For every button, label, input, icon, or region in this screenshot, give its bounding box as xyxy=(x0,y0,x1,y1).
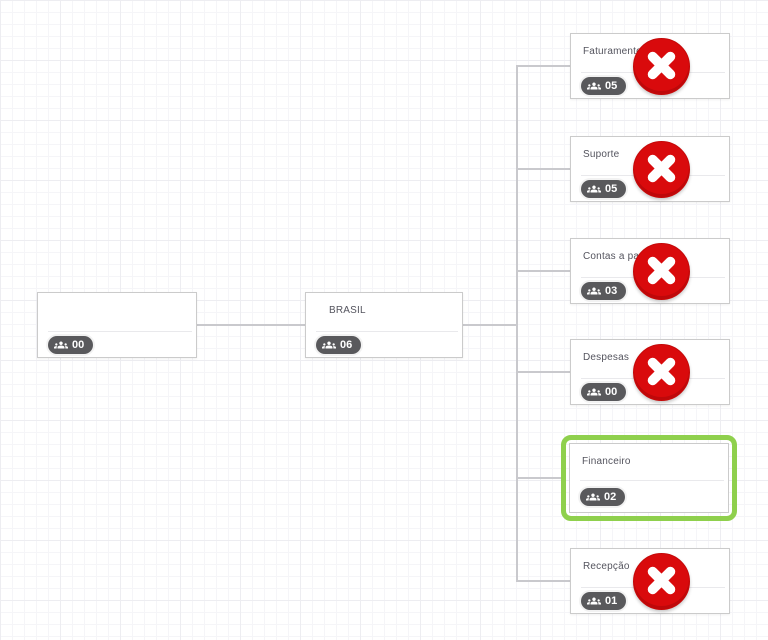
member-count: 02 xyxy=(604,491,617,503)
selection-highlight: Financeiro 02 xyxy=(561,435,737,521)
connector-stub-despesas xyxy=(518,371,570,373)
delete-node-button[interactable] xyxy=(633,243,690,300)
member-count-badge[interactable]: 02 xyxy=(580,488,626,506)
connector-stub-suporte xyxy=(518,168,570,170)
org-node-recepcao[interactable]: Recepção 01 xyxy=(570,548,730,614)
x-icon xyxy=(647,51,676,79)
node-title: Financeiro xyxy=(582,456,631,467)
member-count-badge[interactable]: 00 xyxy=(581,383,627,401)
org-node-faturamento[interactable]: Faturamento 05 xyxy=(570,33,730,99)
member-count-badge[interactable]: 05 xyxy=(581,180,627,198)
member-count: 05 xyxy=(605,80,618,92)
group-icon xyxy=(587,287,601,295)
group-icon xyxy=(54,341,68,349)
member-count: 03 xyxy=(605,285,618,297)
connector-stub-financeiro xyxy=(518,477,561,479)
group-icon xyxy=(587,185,601,193)
member-count-badge[interactable]: 03 xyxy=(581,282,627,300)
connector-stub-recepcao xyxy=(518,580,570,582)
node-title: Faturamento xyxy=(583,46,642,57)
connector-root-to-parent xyxy=(197,324,305,326)
org-node-suporte[interactable]: Suporte 05 xyxy=(570,136,730,202)
divider xyxy=(316,331,458,332)
connector-stub-contas-a-pagar xyxy=(518,270,570,272)
member-count-badge[interactable]: 06 xyxy=(316,336,362,354)
x-icon xyxy=(647,154,676,182)
group-icon xyxy=(587,82,601,90)
node-title: Despesas xyxy=(583,352,630,363)
x-icon xyxy=(647,256,676,284)
x-icon xyxy=(647,566,676,594)
member-count: 00 xyxy=(72,339,85,351)
org-node-root[interactable]: 00 xyxy=(37,292,197,358)
member-count-badge[interactable]: 00 xyxy=(48,336,94,354)
member-count-badge[interactable]: 01 xyxy=(581,592,627,610)
org-node-financeiro[interactable]: Financeiro 02 xyxy=(569,443,729,513)
node-title: BRASIL xyxy=(329,305,366,316)
member-count-badge[interactable]: 05 xyxy=(581,77,627,95)
delete-node-button[interactable] xyxy=(633,141,690,198)
x-icon xyxy=(647,357,676,385)
member-count: 00 xyxy=(605,386,618,398)
divider xyxy=(580,480,724,481)
connector-stub-faturamento xyxy=(518,65,570,67)
org-node-contas-a-pagar[interactable]: Contas a pagar 03 xyxy=(570,238,730,304)
member-count: 06 xyxy=(340,339,353,351)
delete-node-button[interactable] xyxy=(633,553,690,610)
connector-parent-to-trunk xyxy=(463,324,518,326)
group-icon xyxy=(322,341,336,349)
connector-trunk xyxy=(516,65,518,582)
group-icon xyxy=(587,388,601,396)
org-node-brasil[interactable]: BRASIL 06 xyxy=(305,292,463,358)
member-count: 01 xyxy=(605,595,618,607)
node-title: Recepção xyxy=(583,561,630,572)
node-title: Contas a pagar xyxy=(583,251,655,262)
group-icon xyxy=(586,493,600,501)
delete-node-button[interactable] xyxy=(633,344,690,401)
node-title: Suporte xyxy=(583,149,620,160)
org-node-despesas[interactable]: Despesas 00 xyxy=(570,339,730,405)
delete-node-button[interactable] xyxy=(633,38,690,95)
divider xyxy=(48,331,192,332)
group-icon xyxy=(587,597,601,605)
member-count: 05 xyxy=(605,183,618,195)
